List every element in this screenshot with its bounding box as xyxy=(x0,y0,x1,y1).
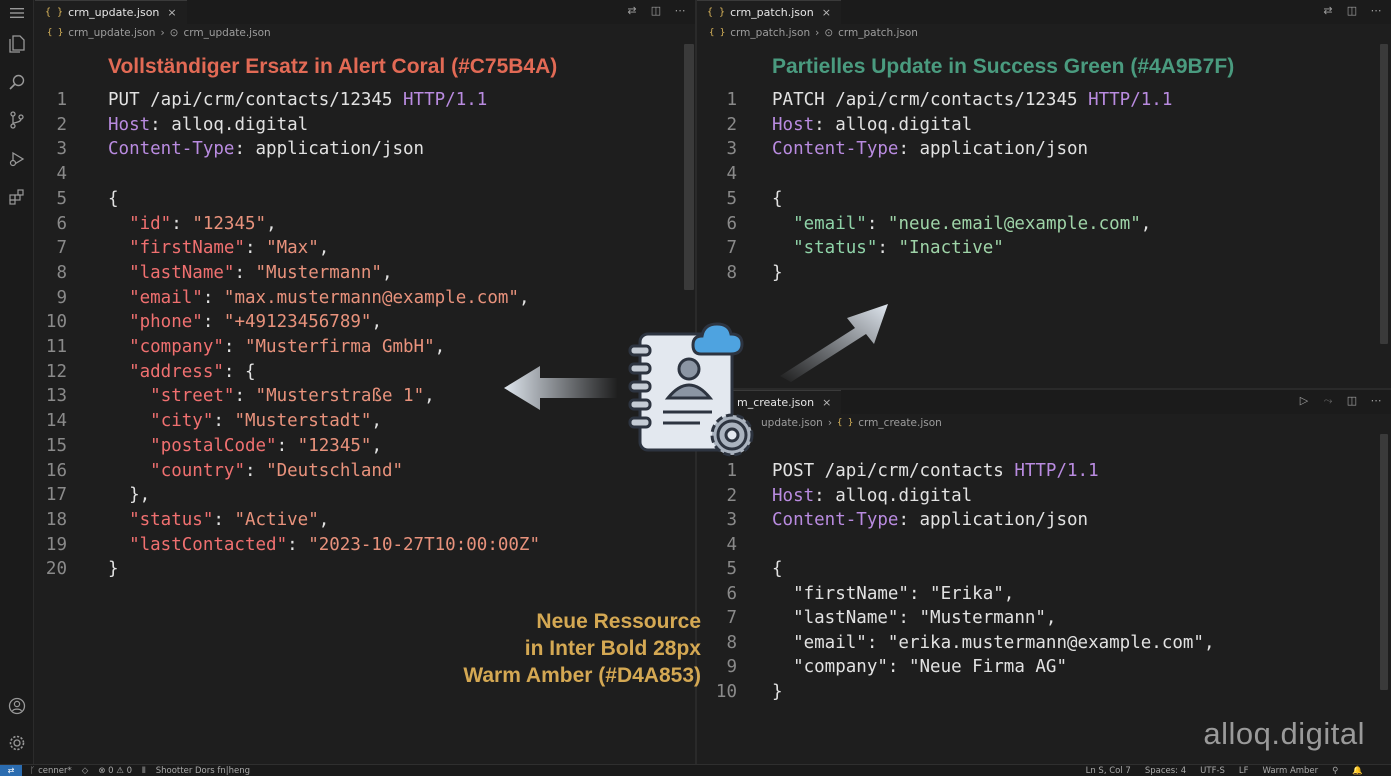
tab-label: crm_update.json xyxy=(68,6,160,19)
editor-pane-create: m_create.json × ▷ ⤳ ◫ ⋯ update.json › { … xyxy=(697,390,1391,764)
chevron-right-icon: › xyxy=(827,417,833,429)
chevron-right-icon: › xyxy=(160,27,165,39)
json-file-icon: { } xyxy=(837,418,854,428)
vertical-scrollbar[interactable] xyxy=(1380,44,1388,344)
json-file-icon: { } xyxy=(709,28,726,38)
branch-name[interactable]: cenner* xyxy=(38,765,72,776)
editor-actions: ⇄ ◫ ⋯ xyxy=(625,4,687,17)
breadcrumb-folder[interactable]: update.json xyxy=(761,417,823,429)
json-file-icon: { } xyxy=(707,7,726,18)
vertical-scrollbar[interactable] xyxy=(1380,434,1388,690)
activity-bar xyxy=(0,0,34,764)
json-file-icon: { } xyxy=(45,7,64,18)
tab-crm-create[interactable]: m_create.json × xyxy=(733,390,842,414)
run-icon[interactable]: ▷ xyxy=(1299,394,1309,407)
tab-bar: m_create.json × ▷ ⤳ ◫ ⋯ xyxy=(697,390,1391,414)
breadcrumb: { } crm_patch.json › ⊙ crm_patch.json xyxy=(709,27,918,39)
tab-bar: { } crm_patch.json × ⇄ ◫ ⋯ xyxy=(697,0,1391,24)
tab-bar: { } crm_update.json × ⇄ ◫ ⋯ xyxy=(35,0,695,24)
json-file-icon: { } xyxy=(47,28,64,38)
amber-annotation: Neue Ressource in Inter Bold 28px Warm A… xyxy=(463,608,701,689)
sync-icon[interactable]: ◇ xyxy=(81,765,89,776)
account-icon[interactable] xyxy=(6,695,28,717)
compare-changes-icon[interactable]: ⇄ xyxy=(627,4,637,17)
split-editor-icon[interactable]: ◫ xyxy=(650,4,662,17)
more-actions-icon[interactable]: ⋯ xyxy=(1370,4,1382,17)
split-editor-icon[interactable]: ◫ xyxy=(1346,394,1358,407)
status-bar: ⇄ ᚴ cenner* ◇ ⊗ 0 ⚠ 0 ⦀ Shootter Dors fn… xyxy=(0,764,1391,776)
pane-divider-horizontal[interactable] xyxy=(697,388,1391,390)
tab-label: m_create.json xyxy=(737,396,815,409)
coral-heading: Vollständiger Ersatz in Alert Coral (#C7… xyxy=(108,55,558,78)
object-icon: ⊙ xyxy=(169,27,179,39)
contact-book-cloud-icon xyxy=(504,304,888,457)
status-shooter[interactable]: Shootter Dors fn|heng xyxy=(155,765,251,776)
breadcrumb-file[interactable]: crm_update.json xyxy=(68,27,156,39)
editor-actions: ⇄ ◫ ⋯ xyxy=(1321,4,1383,17)
breadcrumb: update.json › { } crm_create.json xyxy=(761,417,942,429)
remote-indicator-icon[interactable]: ⇄ xyxy=(0,764,22,776)
files-icon[interactable] xyxy=(6,33,28,55)
amber-line-3: Warm Amber (#D4A853) xyxy=(463,664,701,687)
tab-label: crm_patch.json xyxy=(730,6,814,19)
tab-close-button[interactable]: × xyxy=(822,396,832,409)
encoding[interactable]: UTF-S xyxy=(1200,766,1225,776)
indentation[interactable]: Spaces: 4 xyxy=(1144,766,1187,776)
breadcrumb-file[interactable]: crm_create.json xyxy=(858,417,942,429)
chevron-right-icon: › xyxy=(815,27,820,39)
git-branch-icon: ᚴ xyxy=(30,765,36,776)
compare-changes-icon[interactable]: ⇄ xyxy=(1323,4,1333,17)
breadcrumb-file[interactable]: crm_patch.json xyxy=(730,27,811,39)
amber-line-1: Neue Ressource xyxy=(536,610,701,633)
color-theme[interactable]: Warm Amber xyxy=(1262,766,1319,776)
status-right: Ln S, Col 7 Spaces: 4 UTF-S LF Warm Ambe… xyxy=(1086,765,1363,776)
menu-icon[interactable] xyxy=(6,2,28,24)
more-actions-icon[interactable]: ⋯ xyxy=(674,4,686,17)
split-editor-icon[interactable]: ◫ xyxy=(1346,4,1358,17)
extensions-icon[interactable] xyxy=(6,186,28,208)
green-heading: Partielles Update in Success Green (#4A9… xyxy=(772,55,1235,78)
debug-step-icon[interactable]: ⤳ xyxy=(1323,394,1333,407)
run-debug-icon[interactable] xyxy=(6,148,28,170)
settings-gear-icon[interactable] xyxy=(6,732,28,754)
tab-crm-patch[interactable]: { } crm_patch.json × xyxy=(697,0,841,24)
ports-icon[interactable]: ⦀ xyxy=(141,765,146,776)
feedback-icon[interactable]: ⚲ xyxy=(1332,766,1339,776)
source-control-icon[interactable] xyxy=(6,109,28,131)
breadcrumb: { } crm_update.json › ⊙ crm_update.json xyxy=(47,27,271,39)
breadcrumb-symbol[interactable]: crm_patch.json xyxy=(838,27,918,39)
notifications-bell-icon[interactable]: 🔔 xyxy=(1352,766,1363,776)
tab-close-button[interactable]: × xyxy=(821,6,831,19)
object-icon: ⊙ xyxy=(824,27,834,39)
tab-crm-update[interactable]: { } crm_update.json × xyxy=(35,0,187,24)
end-of-line[interactable]: LF xyxy=(1238,766,1249,776)
editor-pane-patch: { } crm_patch.json × ⇄ ◫ ⋯ { } crm_patch… xyxy=(697,0,1391,388)
watermark: alloq.digital xyxy=(1203,716,1365,751)
problems-count[interactable]: ⊗ 0 ⚠ 0 xyxy=(98,765,132,776)
vertical-scrollbar[interactable] xyxy=(684,44,694,290)
cursor-position[interactable]: Ln S, Col 7 xyxy=(1085,766,1131,776)
editor-actions: ▷ ⤳ ◫ ⋯ xyxy=(1297,394,1383,408)
amber-line-2: in Inter Bold 28px xyxy=(524,637,701,660)
tab-close-button[interactable]: × xyxy=(167,6,177,19)
breadcrumb-symbol[interactable]: crm_update.json xyxy=(183,27,271,39)
search-icon[interactable] xyxy=(6,71,28,93)
more-actions-icon[interactable]: ⋯ xyxy=(1370,394,1382,407)
